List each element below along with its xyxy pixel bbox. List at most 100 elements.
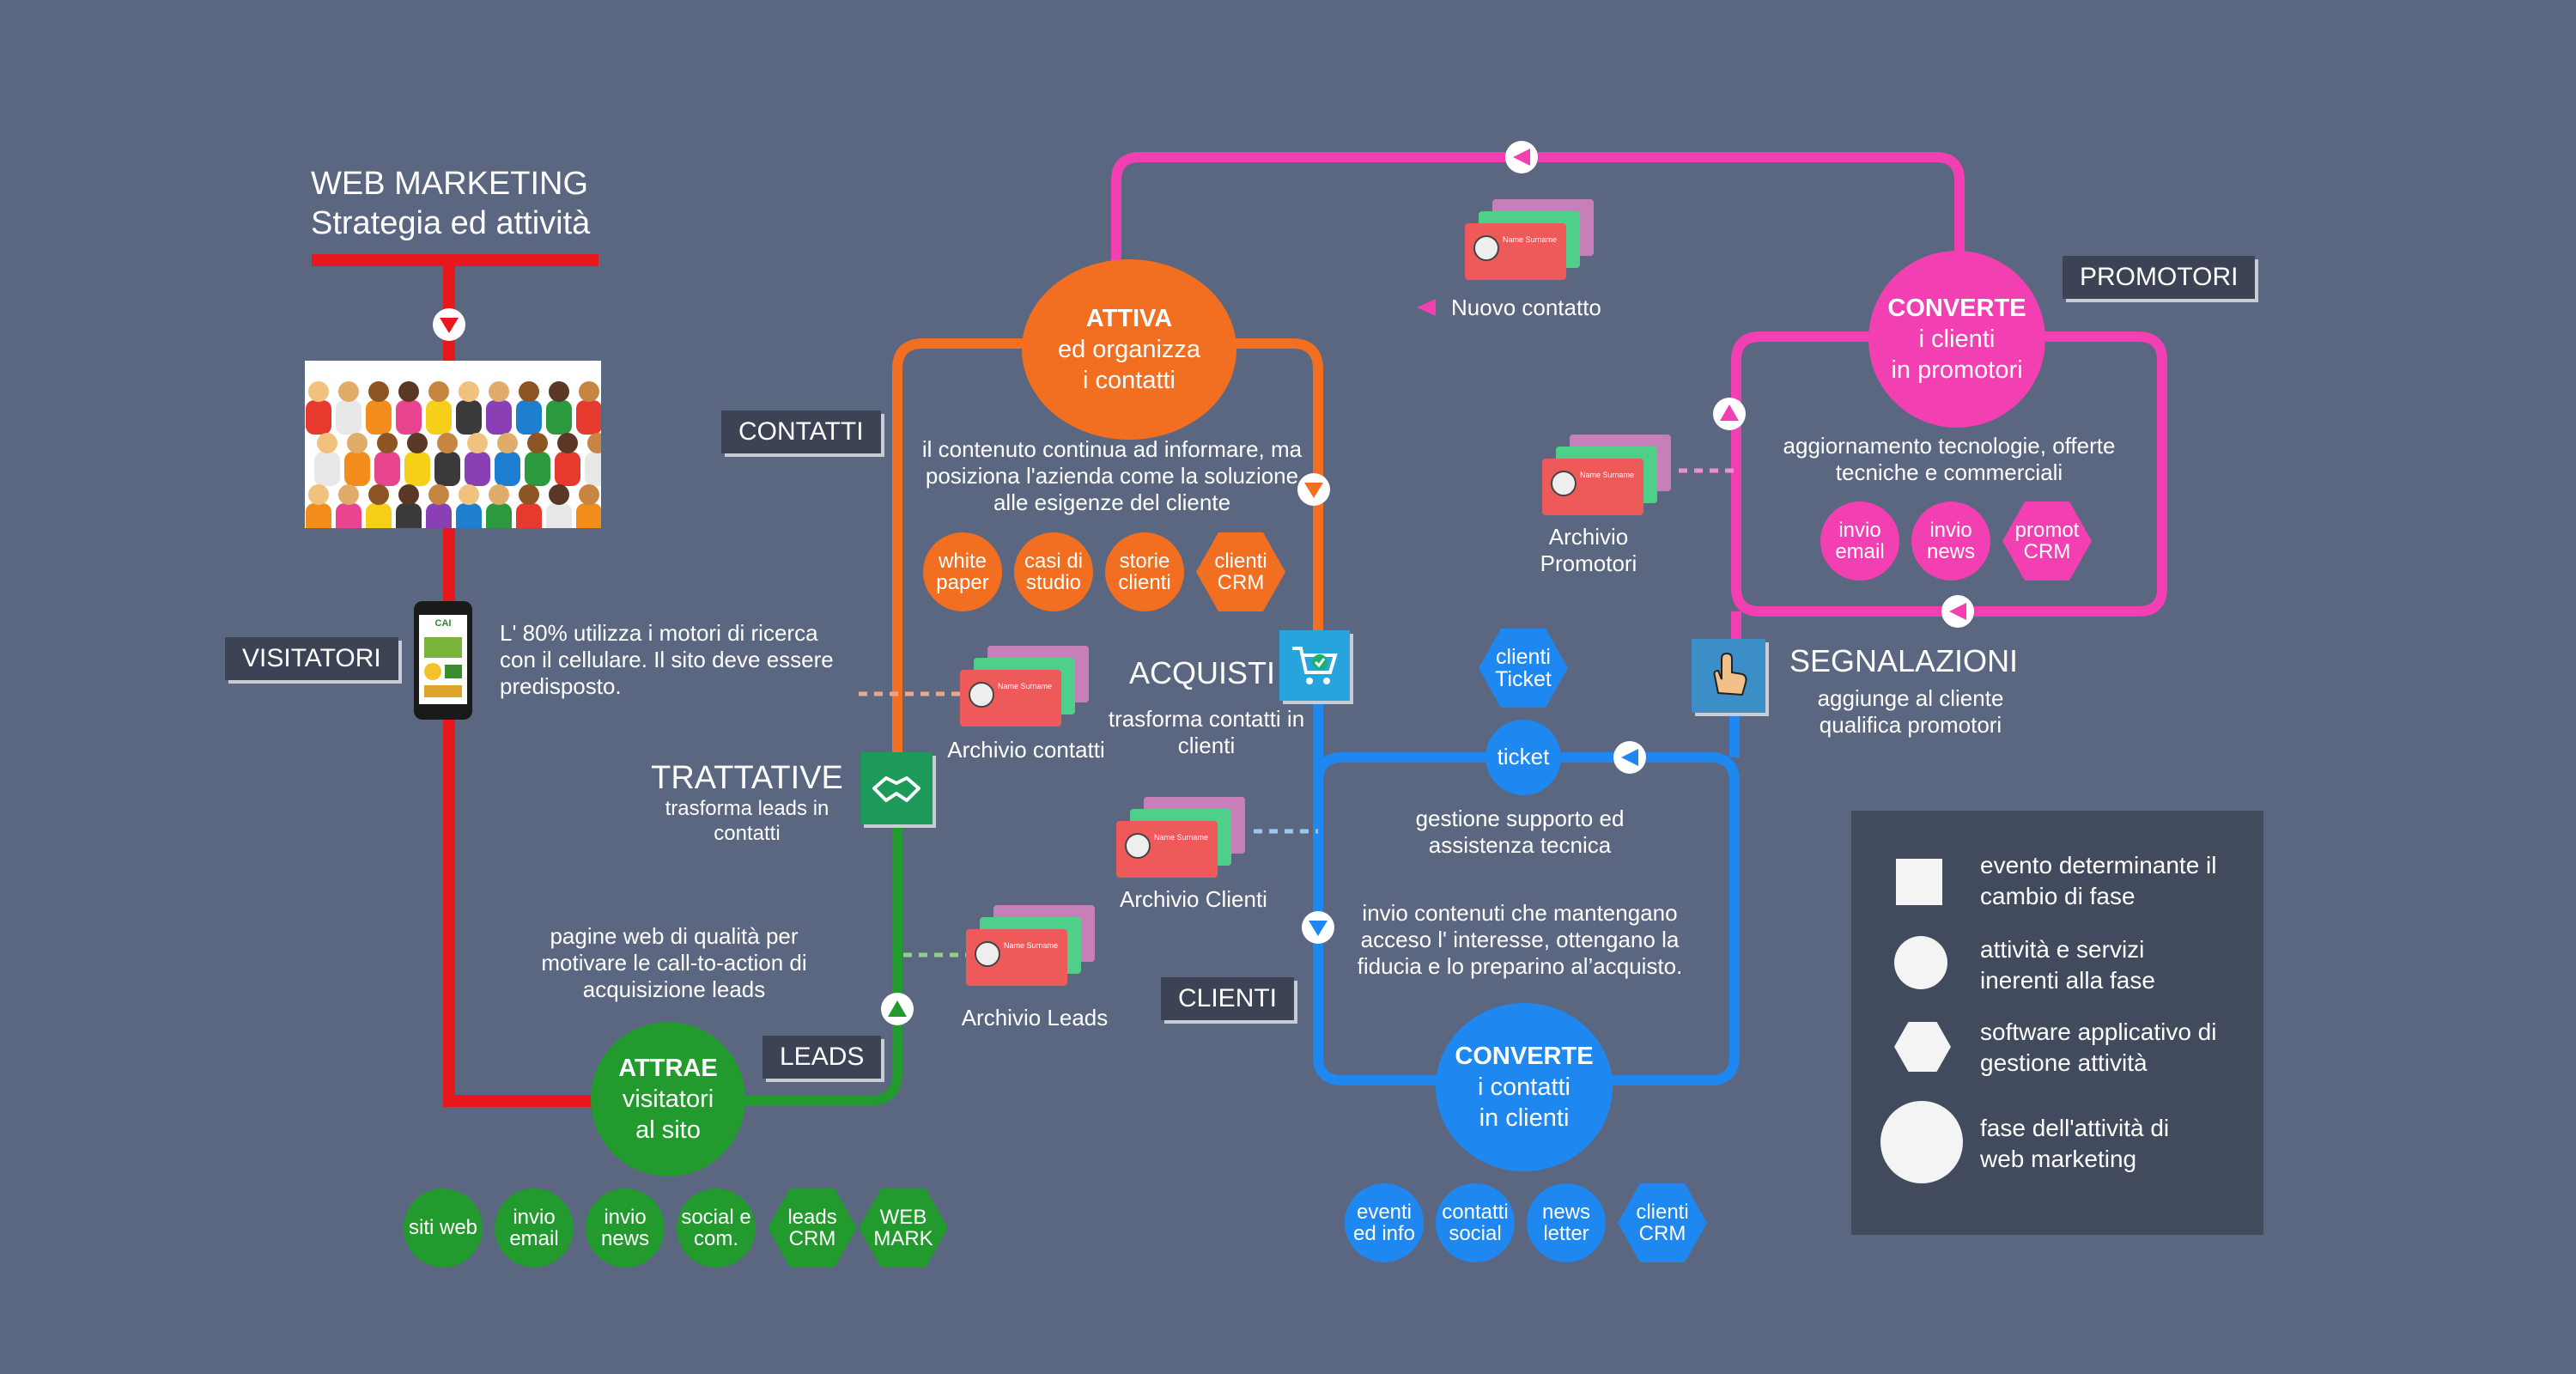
phase-converte-clienti-title: CONVERTE <box>1455 1042 1594 1070</box>
blue-item[interactable]: contatti social <box>1436 1183 1515 1262</box>
smartphone-icon: CAI <box>414 601 472 720</box>
tag-promotori: PROMOTORI <box>2063 256 2256 299</box>
arrow-marker-icon <box>1505 141 1538 173</box>
blue-flow-line <box>1313 635 1740 1085</box>
phase-converte-clienti[interactable]: CONVERTE i contatti in clienti <box>1436 1003 1613 1171</box>
phase-converte-promotori[interactable]: CONVERTE i clienti in promotori <box>1868 251 2045 428</box>
phase-attiva-line1: ed organizza <box>1057 335 1201 363</box>
arrow-marker-icon <box>881 993 914 1025</box>
blue-item[interactable]: clienti CRM <box>1618 1183 1707 1262</box>
arrow-marker-icon <box>433 308 465 341</box>
nuovo-contatto-arrow-icon <box>1417 299 1436 316</box>
orange-item[interactable]: clienti CRM <box>1196 532 1285 611</box>
green-item[interactable]: leads CRM <box>768 1189 857 1268</box>
invio-text: invio contenuti che mantengano acceso l'… <box>1357 900 1683 980</box>
handshake-icon <box>860 752 933 824</box>
phase-converte-clienti-line1: i contatti <box>1478 1073 1571 1101</box>
blue-item[interactable]: news letter <box>1527 1183 1606 1262</box>
green-flow-line <box>738 807 902 1106</box>
phase-converte-clienti-line2: in clienti <box>1479 1104 1570 1133</box>
crowd-icon <box>305 361 601 528</box>
card-name: Name Surname <box>1154 833 1209 842</box>
ticket-dot[interactable]: ticket <box>1485 720 1561 795</box>
blue-item[interactable]: eventi ed info <box>1345 1183 1424 1262</box>
arrow-marker-icon <box>1302 911 1334 944</box>
tag-leads: LEADS <box>762 1036 882 1079</box>
legend-hex-icon <box>1894 1022 1951 1072</box>
avatar-icon <box>975 941 1000 967</box>
arrow-marker-icon <box>1941 595 1974 628</box>
legend-item-text: fase dell'attività di web marketing <box>1980 1115 2170 1173</box>
orange-item[interactable]: casi di studio <box>1014 532 1093 611</box>
acquisti-title: ACQUISTI <box>1128 655 1275 690</box>
pagine-text: pagine web di qualità per motivare le ca… <box>541 923 807 1003</box>
pointing-hand-icon <box>1692 639 1765 713</box>
green-item[interactable]: invio news <box>586 1189 665 1268</box>
avatar-icon <box>1473 235 1499 261</box>
trattative-sub: trasforma leads in contatti <box>665 797 829 845</box>
avatar-icon <box>969 682 994 708</box>
acquisti-sub: trasforma contatti in clienti <box>1108 706 1305 759</box>
green-item[interactable]: invio email <box>495 1189 574 1268</box>
phase-attrae-line1: visitatori <box>622 1085 714 1113</box>
phase-converte-promotori-line2: in promotori <box>1891 356 2023 385</box>
avatar-icon <box>1551 471 1577 496</box>
card-name: Name Surname <box>1503 235 1558 244</box>
phase-attiva-title: ATTIVA <box>1085 304 1173 332</box>
archivio-leads-label: Archivio Leads <box>961 1005 1109 1030</box>
contact-card: Name Surname <box>1116 821 1218 878</box>
card-name: Name Surname <box>998 682 1053 690</box>
contenuto-text: il contenuto continua ad informare, ma p… <box>921 436 1303 516</box>
contact-card: Name Surname <box>960 670 1061 727</box>
archivio-promotori-label: Archivio Promotori <box>1540 524 1637 577</box>
avatar-icon <box>1125 833 1151 859</box>
arrow-marker-icon <box>1613 741 1646 774</box>
page-title: WEB MARKETING <box>311 166 589 202</box>
phase-attiva-line2: i contatti <box>1083 367 1176 395</box>
phase-attrae-line2: al sito <box>635 1116 701 1145</box>
legend-item-text: software applicativo di gestione attivit… <box>1980 1018 2217 1077</box>
pink-item[interactable]: invio news <box>1911 502 1990 581</box>
phase-converte-promotori-title: CONVERTE <box>1887 294 2026 322</box>
arrow-marker-icon <box>1297 473 1330 506</box>
tag-visitatori: VISITATORI <box>225 637 398 680</box>
segnalazioni-sub: aggiunge al cliente qualifica promotori <box>1817 685 2004 739</box>
gestione-text: gestione supporto ed assistenza tecnica <box>1415 806 1625 859</box>
phase-attiva[interactable]: ATTIVA ed organizza i contatti <box>1022 259 1236 440</box>
phase-attrae[interactable]: ATTRAE visitatori al sito <box>591 1022 745 1176</box>
orange-item[interactable]: white paper <box>923 532 1002 611</box>
nuovo-contatto-label: Nuovo contatto <box>1451 295 1601 320</box>
phase-attrae-title: ATTRAE <box>618 1054 718 1082</box>
pink-item[interactable]: invio email <box>1820 502 1899 581</box>
aggiornamento-text: aggiornamento tecnologie, offerte tecnic… <box>1783 433 2116 486</box>
segnalazioni-title: SEGNALAZIONI <box>1789 643 2019 678</box>
green-item[interactable]: siti web <box>404 1189 483 1268</box>
archivio-clienti-label: Archivio Clienti <box>1120 886 1267 912</box>
legend: evento determinante il cambio di fase at… <box>1851 811 2263 1235</box>
archivio-contatti-label: Archivio contatti <box>947 737 1105 763</box>
card-name: Name Surname <box>1004 941 1059 950</box>
phase-converte-promotori-line1: i clienti <box>1918 325 1996 353</box>
legend-item-text: attività e servizi inerenti alla fase <box>1980 936 2155 994</box>
trattative-title: TRATTATIVE <box>651 760 843 796</box>
orange-item[interactable]: storie clienti <box>1105 532 1184 611</box>
green-item[interactable]: WEB MARK <box>859 1189 948 1268</box>
legend-big-circle-icon <box>1880 1101 1963 1183</box>
orange-flow-line <box>892 338 1323 807</box>
legend-circle-icon <box>1894 936 1947 989</box>
legend-square-icon <box>1896 859 1942 905</box>
clienti-ticket-hex[interactable]: clienti Ticket <box>1479 629 1568 708</box>
page-subtitle: Strategia ed attività <box>311 205 591 241</box>
green-item[interactable]: social e com. <box>677 1189 756 1268</box>
arrow-marker-icon <box>1713 398 1746 430</box>
tag-contatti: CONTATTI <box>721 410 881 453</box>
contact-card: Name Surname <box>966 929 1067 986</box>
app-name: CAI <box>434 618 452 629</box>
shopping-cart-icon <box>1279 630 1350 701</box>
tag-clienti: CLIENTI <box>1161 977 1295 1020</box>
legend-item-text: evento determinante il cambio di fase <box>1980 852 2217 910</box>
contact-card: Name Surname <box>1465 223 1566 280</box>
mobile-text: L' 80% utilizza i motori di ricerca con … <box>500 620 834 700</box>
